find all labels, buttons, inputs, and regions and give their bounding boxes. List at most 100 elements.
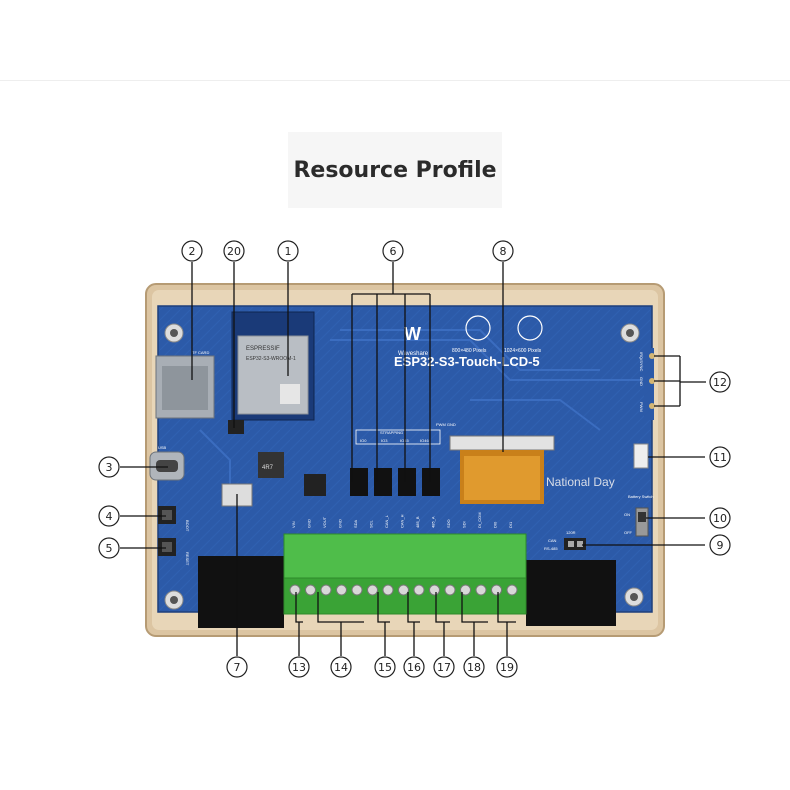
off-label: OFF bbox=[624, 530, 633, 535]
test-circle-b bbox=[517, 315, 543, 341]
callout-3: 3 bbox=[98, 456, 120, 478]
terminal-pin-label: 485_A bbox=[431, 516, 436, 528]
callout-11: 11 bbox=[709, 446, 731, 468]
cutout-right bbox=[526, 560, 616, 626]
module-brand: ESPRESSIF bbox=[246, 346, 280, 352]
callout-number: 7 bbox=[234, 661, 241, 674]
terminal-pin-label: DI1 bbox=[508, 521, 513, 528]
battery-switch-label: Battery Switch bbox=[628, 494, 654, 499]
can-label: CAN bbox=[548, 538, 557, 543]
callout-6: 6 bbox=[382, 240, 404, 262]
callout-20: 20 bbox=[223, 240, 245, 262]
callout-number: 4 bbox=[106, 510, 113, 523]
terminal-screw bbox=[444, 584, 456, 596]
callout-number: 13 bbox=[292, 661, 306, 674]
side-header: IRQ/SYNC GND PWM bbox=[639, 348, 655, 420]
bottom-brackets bbox=[295, 592, 516, 656]
board-name: ESP32-S3-Touch-LCD-5 bbox=[394, 354, 540, 369]
callout-number: 11 bbox=[713, 451, 727, 464]
terminal-pin-label: SCL bbox=[369, 519, 374, 528]
terminal-screw bbox=[460, 584, 471, 596]
terminal-pin-label: CAN_L bbox=[384, 514, 389, 528]
terminal-screw bbox=[429, 584, 440, 596]
inductor-label: 4R7 bbox=[262, 465, 274, 471]
terminal-screw bbox=[506, 584, 518, 596]
callout-number: 14 bbox=[334, 661, 348, 674]
callout-number: 6 bbox=[390, 245, 397, 258]
callout-number: 15 bbox=[378, 661, 392, 674]
terminal-screw bbox=[320, 584, 332, 596]
callout-number: 3 bbox=[106, 461, 113, 474]
usb-label: USB bbox=[158, 445, 167, 450]
reset-label: RESET bbox=[185, 552, 190, 566]
terminal-pin-label: VOUT bbox=[322, 516, 327, 528]
terminal-screw bbox=[413, 584, 425, 596]
fpc-connector: PWM GND bbox=[436, 422, 555, 504]
boot-label: BOOT bbox=[185, 520, 190, 532]
terminal-screw bbox=[398, 584, 409, 596]
callout-1: 1 bbox=[277, 240, 299, 262]
reset-button: RESET bbox=[158, 538, 190, 566]
jumper-20 bbox=[228, 420, 244, 434]
terminal-screw bbox=[305, 584, 316, 596]
callout-17: 17 bbox=[433, 656, 455, 678]
callout-5: 5 bbox=[98, 537, 120, 559]
callout-number: 16 bbox=[407, 661, 421, 674]
terminal-pin-label: GND bbox=[338, 519, 343, 528]
title-box: Resource Profile bbox=[288, 132, 502, 208]
callout-18: 18 bbox=[463, 656, 485, 678]
callout-12: 12 bbox=[709, 371, 731, 393]
callout-number: 5 bbox=[106, 542, 113, 555]
terminal-block bbox=[283, 533, 527, 615]
mounting-hole-icon bbox=[164, 323, 644, 610]
callout-4: 4 bbox=[98, 505, 120, 527]
on-label: ON bbox=[624, 512, 630, 517]
pwm-gnd-label: PWM GND bbox=[436, 422, 456, 427]
terminal-pin-label: SDA bbox=[353, 519, 358, 528]
callout-7: 7 bbox=[226, 656, 248, 678]
callout-16: 16 bbox=[403, 656, 425, 678]
callout-number: 20 bbox=[227, 245, 241, 258]
callout-9: 9 bbox=[709, 534, 731, 556]
side-label-1: GND bbox=[639, 377, 644, 386]
callout-8: 8 bbox=[492, 240, 514, 262]
strapping-pin-1: IO3 bbox=[381, 438, 388, 443]
side-label-2: PWM bbox=[639, 402, 644, 412]
rs485-label: RS-485 bbox=[544, 546, 558, 551]
terminal-screw bbox=[336, 584, 347, 596]
strapping-header: STRAPPING IO0 IO3 IO45 IO46 bbox=[350, 429, 441, 496]
terminal-pin-label: DI0 bbox=[493, 521, 498, 528]
usb-c-port: USB bbox=[149, 445, 185, 481]
termination-switch: 120R CAN RS-485 bbox=[544, 530, 586, 551]
callout-number: 9 bbox=[717, 539, 724, 552]
callout-15: 15 bbox=[374, 656, 396, 678]
tf-card-slot: TF CARD bbox=[155, 350, 215, 419]
strapping-pin-3: IO46 bbox=[420, 438, 429, 443]
waveshare-logo-icon: W bbox=[404, 324, 421, 344]
callout-lines bbox=[120, 262, 706, 656]
callout-number: 12 bbox=[713, 376, 727, 389]
callout-number: 10 bbox=[713, 512, 727, 525]
callout-number: 18 bbox=[467, 661, 481, 674]
terminal-screw bbox=[475, 584, 487, 596]
module-model: ESP32-S3-WROOM-1 bbox=[246, 356, 296, 362]
ic-chip bbox=[304, 474, 326, 496]
tf-card-label: TF CARD bbox=[192, 350, 209, 355]
callout-2: 2 bbox=[181, 240, 203, 262]
callout-13: 13 bbox=[288, 656, 310, 678]
page-title: Resource Profile bbox=[293, 157, 497, 183]
terminal-pin-label: VIN bbox=[291, 521, 296, 528]
boot-button: BOOT bbox=[158, 506, 190, 532]
callout-number: 2 bbox=[189, 245, 196, 258]
callout-number: 1 bbox=[285, 245, 292, 258]
terminal-screw bbox=[491, 584, 502, 596]
terminal-screw bbox=[382, 584, 394, 596]
terminal-screw bbox=[289, 584, 301, 596]
terminal-screw bbox=[351, 584, 363, 596]
callout-10: 10 bbox=[709, 507, 731, 529]
callout-number: 19 bbox=[500, 661, 514, 674]
terminal-pin-label: CAN_H bbox=[400, 514, 405, 528]
terminal-pin-label: DI_COM bbox=[477, 512, 482, 528]
terminal-pin-label: 485_B bbox=[415, 516, 420, 528]
